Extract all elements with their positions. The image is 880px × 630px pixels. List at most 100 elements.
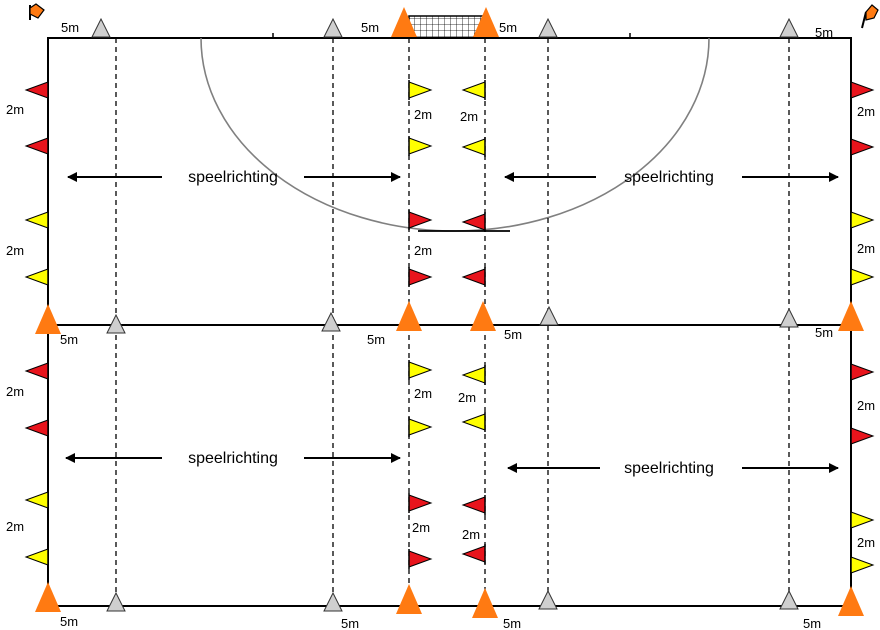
pennant-icon bbox=[461, 267, 486, 287]
distance-label: 2m bbox=[414, 243, 432, 258]
pennant-icon bbox=[408, 210, 433, 230]
distance-label: 5m bbox=[61, 20, 79, 35]
pennant-icon bbox=[850, 555, 875, 575]
distance-label: 5m bbox=[367, 332, 385, 347]
cone-icon bbox=[538, 17, 558, 38]
cone-icon bbox=[396, 301, 422, 331]
pennant-icon bbox=[408, 136, 433, 156]
goal bbox=[408, 15, 486, 39]
pennant-icon bbox=[408, 360, 433, 380]
cone-icon bbox=[323, 591, 343, 612]
cone-icon bbox=[539, 305, 559, 326]
direction-label: speelrichting bbox=[624, 169, 714, 186]
distance-label: 2m bbox=[6, 519, 24, 534]
cone-icon bbox=[838, 301, 864, 331]
pennant-icon bbox=[24, 418, 49, 438]
distance-label: 5m bbox=[60, 332, 78, 347]
cone-icon bbox=[538, 589, 558, 610]
distance-label: 2m bbox=[460, 109, 478, 124]
distance-label: 5m bbox=[361, 20, 379, 35]
pennant-icon bbox=[24, 361, 49, 381]
distance-label: 2m bbox=[6, 384, 24, 399]
corner-flags bbox=[29, 3, 879, 29]
cone-icon bbox=[323, 17, 343, 38]
pennants bbox=[24, 80, 875, 575]
cone-icon bbox=[838, 586, 864, 616]
direction-label: speelrichting bbox=[188, 169, 278, 186]
pennant-icon bbox=[408, 493, 433, 513]
pennant-icon bbox=[24, 210, 49, 230]
distance-label: 2m bbox=[857, 104, 875, 119]
distance-label: 2m bbox=[414, 386, 432, 401]
pennant-icon bbox=[461, 137, 486, 157]
direction-labels: speelrichting speelrichting speelrichtin… bbox=[188, 169, 714, 477]
distance-label: 5m bbox=[504, 327, 522, 342]
pennant-icon bbox=[850, 137, 875, 157]
corner-flag-icon bbox=[29, 3, 45, 20]
distance-label: 2m bbox=[458, 390, 476, 405]
pennant-icon bbox=[408, 267, 433, 287]
pennant-icon bbox=[461, 495, 486, 515]
cone-icon bbox=[321, 311, 341, 332]
cones bbox=[35, 7, 864, 618]
direction-label: speelrichting bbox=[624, 460, 714, 477]
pennant-icon bbox=[24, 136, 49, 156]
cone-icon bbox=[106, 313, 126, 334]
distance-label: 5m bbox=[341, 616, 359, 630]
distance-label: 5m bbox=[815, 325, 833, 340]
pennant-icon bbox=[408, 417, 433, 437]
cone-icon bbox=[472, 588, 498, 618]
pennant-icon bbox=[461, 80, 486, 100]
distance-label: 2m bbox=[462, 527, 480, 542]
distance-label: 5m bbox=[815, 25, 833, 40]
goal-circle bbox=[200, 37, 710, 232]
pennant-icon bbox=[24, 267, 49, 287]
distance-label: 2m bbox=[412, 520, 430, 535]
pennant-icon bbox=[408, 80, 433, 100]
pennant-icon bbox=[461, 365, 486, 385]
pennant-icon bbox=[850, 362, 875, 382]
cone-icon bbox=[391, 7, 417, 37]
pennant-icon bbox=[850, 510, 875, 530]
cone-icon bbox=[35, 304, 61, 334]
distance-label: 2m bbox=[6, 243, 24, 258]
distance-label: 2m bbox=[6, 102, 24, 117]
cone-icon bbox=[106, 591, 126, 612]
pennant-icon bbox=[408, 549, 433, 569]
distance-label: 2m bbox=[857, 241, 875, 256]
dashed-lanes bbox=[115, 38, 790, 606]
goal-net-icon bbox=[408, 15, 486, 39]
cone-icon bbox=[779, 589, 799, 610]
field-boundary bbox=[47, 37, 852, 607]
cone-icon bbox=[91, 17, 111, 38]
pennant-icon bbox=[850, 210, 875, 230]
cone-icon bbox=[473, 7, 499, 37]
pennant-icon bbox=[461, 212, 486, 232]
distance-labels: 5m 5m 5m 5m 5m 5m 5m 5m 5m 5m 5m 5m 2m 2… bbox=[6, 20, 875, 630]
corner-flag-icon bbox=[861, 4, 879, 29]
cone-icon bbox=[35, 582, 61, 612]
direction-label: speelrichting bbox=[188, 450, 278, 467]
pennant-icon bbox=[850, 426, 875, 446]
pennant-icon bbox=[24, 80, 49, 100]
pennant-icon bbox=[461, 544, 486, 564]
pennant-icon bbox=[24, 490, 49, 510]
distance-label: 2m bbox=[857, 535, 875, 550]
distance-label: 5m bbox=[503, 616, 521, 630]
pennant-icon bbox=[850, 80, 875, 100]
cone-icon bbox=[470, 301, 496, 331]
distance-label: 2m bbox=[414, 107, 432, 122]
distance-label: 5m bbox=[60, 614, 78, 629]
distance-label: 5m bbox=[803, 616, 821, 630]
cone-icon bbox=[779, 307, 799, 328]
direction-arrows bbox=[65, 172, 839, 473]
pennant-icon bbox=[850, 267, 875, 287]
distance-label: 5m bbox=[499, 20, 517, 35]
pennant-icon bbox=[24, 547, 49, 567]
distance-label: 2m bbox=[857, 398, 875, 413]
cone-icon bbox=[396, 584, 422, 614]
cone-icon bbox=[779, 17, 799, 38]
pennant-icon bbox=[461, 412, 486, 432]
field-lines bbox=[47, 33, 852, 607]
